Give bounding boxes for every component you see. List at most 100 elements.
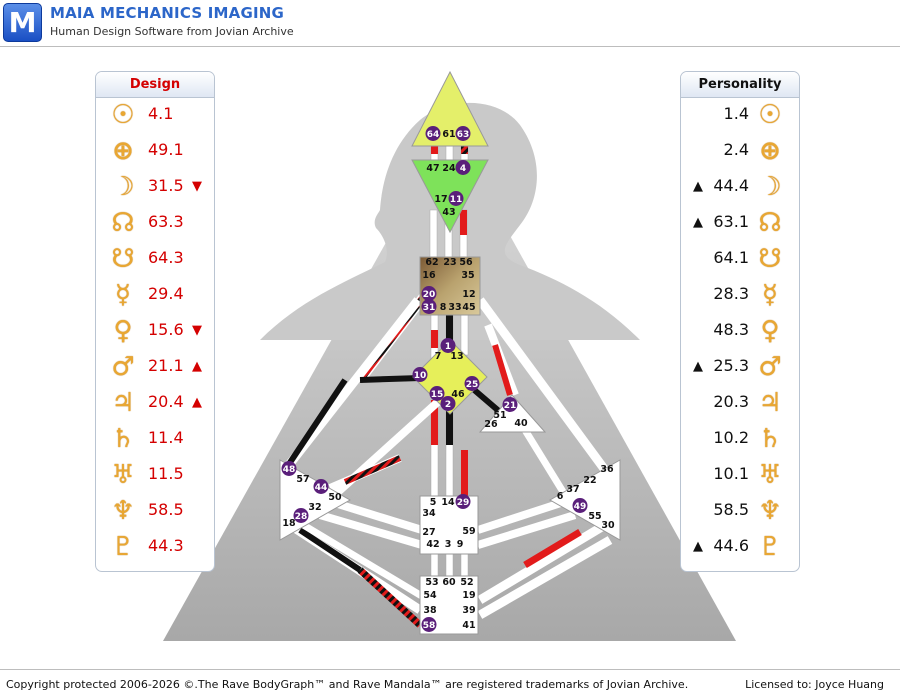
gate-48-label[interactable]: 48 — [283, 465, 296, 475]
personality-row-pluto: ♇44.6▲ — [681, 530, 799, 566]
design-row-pluto: ♇44.3 — [96, 530, 214, 566]
gate-55-label[interactable]: 55 — [588, 511, 601, 522]
gate-62-label[interactable]: 62 — [425, 257, 438, 268]
gate-24-label[interactable]: 24 — [442, 163, 456, 174]
gate-41-label[interactable]: 41 — [462, 620, 475, 631]
design-value: 58.5 — [148, 500, 184, 519]
gate-22-label[interactable]: 22 — [583, 475, 596, 486]
gate-10-label[interactable]: 10 — [414, 371, 427, 381]
gate-39-label[interactable]: 39 — [462, 605, 475, 616]
personality-value: 44.6 — [713, 536, 749, 555]
design-panel: Design ☉4.1⊕49.1☽31.5▼☊63.3☋64.3☿29.4♀15… — [95, 71, 215, 572]
gate-26-label[interactable]: 26 — [484, 419, 498, 430]
gate-61-label[interactable]: 61 — [442, 129, 455, 140]
heart-center[interactable] — [478, 394, 547, 433]
exalted-arrow-icon: ▲ — [693, 215, 703, 230]
gate-17-label[interactable]: 17 — [434, 194, 447, 205]
design-value: 63.3 — [148, 212, 184, 231]
gate-38-label[interactable]: 38 — [423, 605, 437, 616]
gate-63-label[interactable]: 63 — [457, 130, 470, 140]
earth-icon: ⊕ — [112, 136, 134, 166]
gate-19-label[interactable]: 19 — [462, 590, 475, 601]
gate-42-label[interactable]: 42 — [426, 539, 439, 550]
gate-27-label[interactable]: 27 — [422, 527, 435, 538]
gate-25-label[interactable]: 25 — [466, 380, 479, 390]
gate-60-label[interactable]: 60 — [442, 577, 456, 588]
pluto-icon: ♇ — [758, 532, 782, 562]
gate-36-label[interactable]: 36 — [600, 464, 614, 475]
gate-31-label[interactable]: 31 — [423, 303, 436, 313]
gate-59-label[interactable]: 59 — [462, 526, 475, 537]
personality-value: 25.3 — [713, 356, 749, 375]
gate-9-label[interactable]: 9 — [457, 539, 464, 550]
gate-4-label[interactable]: 4 — [460, 164, 466, 174]
gate-33-label[interactable]: 33 — [448, 302, 461, 313]
license-text: Licensed to: Joyce Huang — [745, 678, 884, 691]
gate-1-label[interactable]: 1 — [445, 342, 451, 352]
gate-58-label[interactable]: 58 — [423, 621, 436, 631]
gate-56-label[interactable]: 56 — [459, 257, 473, 268]
gate-40-label[interactable]: 40 — [514, 418, 528, 429]
gate-13-label[interactable]: 13 — [450, 351, 463, 362]
mercury-icon: ☿ — [115, 280, 131, 310]
gate-6-label[interactable]: 6 — [557, 491, 564, 502]
personality-value: 10.2 — [713, 428, 749, 447]
gate-32-label[interactable]: 32 — [308, 502, 321, 513]
design-panel-title: Design — [96, 72, 214, 98]
gate-20-label[interactable]: 20 — [423, 290, 436, 300]
gate-15-label[interactable]: 15 — [431, 390, 444, 400]
gate-53-label[interactable]: 53 — [425, 577, 438, 588]
gate-16-label[interactable]: 16 — [422, 270, 436, 281]
personality-panel: Personality ☉1.4⊕2.4☽44.4▲☊63.1▲☋64.1☿28… — [680, 71, 800, 572]
gate-46-label[interactable]: 46 — [451, 389, 465, 400]
gate-47-label[interactable]: 47 — [426, 163, 439, 174]
gate-23-label[interactable]: 23 — [443, 257, 456, 268]
gate-8-label[interactable]: 8 — [440, 302, 447, 313]
gate-18-label[interactable]: 18 — [282, 518, 296, 529]
uranus-icon: ♅ — [111, 460, 135, 490]
gate-51-label[interactable]: 51 — [493, 410, 506, 421]
gate-3-label[interactable]: 3 — [445, 539, 452, 550]
gate-21-label[interactable]: 21 — [504, 401, 517, 411]
personality-row-neptune: ♆58.5 — [681, 494, 799, 530]
gate-11-active-marker — [448, 191, 464, 206]
gate-21-active-marker — [502, 397, 518, 412]
personality-row-sun: ☉1.4 — [681, 98, 799, 134]
personality-value: 63.1 — [713, 212, 749, 231]
sun-icon: ☉ — [758, 100, 782, 130]
gate-30-label[interactable]: 30 — [601, 520, 615, 531]
north-node-icon: ☊ — [111, 208, 135, 238]
gate-64-label[interactable]: 64 — [427, 130, 440, 140]
personality-row-moon: ☽44.4▲ — [681, 170, 799, 206]
gate-5-label[interactable]: 5 — [430, 497, 437, 508]
gate-37-label[interactable]: 37 — [566, 484, 579, 495]
design-value: 49.1 — [148, 140, 184, 159]
neptune-icon: ♆ — [111, 496, 135, 526]
gate-43-label[interactable]: 43 — [442, 207, 455, 218]
gate-29-label[interactable]: 29 — [457, 498, 470, 508]
gate-57-label[interactable]: 57 — [296, 474, 309, 485]
gate-44-label[interactable]: 44 — [315, 483, 328, 493]
personality-row-saturn: ♄10.2 — [681, 422, 799, 458]
gate-49-label[interactable]: 49 — [574, 502, 587, 512]
gate-44-active-marker — [313, 479, 329, 494]
gate-35-label[interactable]: 35 — [461, 270, 474, 281]
design-value: 4.1 — [148, 104, 174, 123]
personality-panel-title: Personality — [681, 72, 799, 98]
gate-7-label[interactable]: 7 — [435, 351, 442, 362]
design-row-saturn: ♄11.4 — [96, 422, 214, 458]
gate-2-label[interactable]: 2 — [445, 400, 451, 410]
gate-14-label[interactable]: 14 — [441, 497, 455, 508]
gate-52-label[interactable]: 52 — [460, 577, 473, 588]
personality-value: 64.1 — [713, 248, 749, 267]
gate-50-label[interactable]: 50 — [328, 492, 342, 503]
gate-28-label[interactable]: 28 — [295, 512, 308, 522]
app-header: M MAIA MECHANICS IMAGING Human Design So… — [0, 0, 900, 46]
gate-12-label[interactable]: 12 — [462, 289, 475, 300]
gate-29-active-marker — [455, 494, 471, 509]
gate-11-label[interactable]: 11 — [450, 195, 463, 205]
gate-34-label[interactable]: 34 — [422, 508, 436, 519]
gate-54-label[interactable]: 54 — [423, 590, 437, 601]
gate-45-label[interactable]: 45 — [462, 302, 475, 313]
